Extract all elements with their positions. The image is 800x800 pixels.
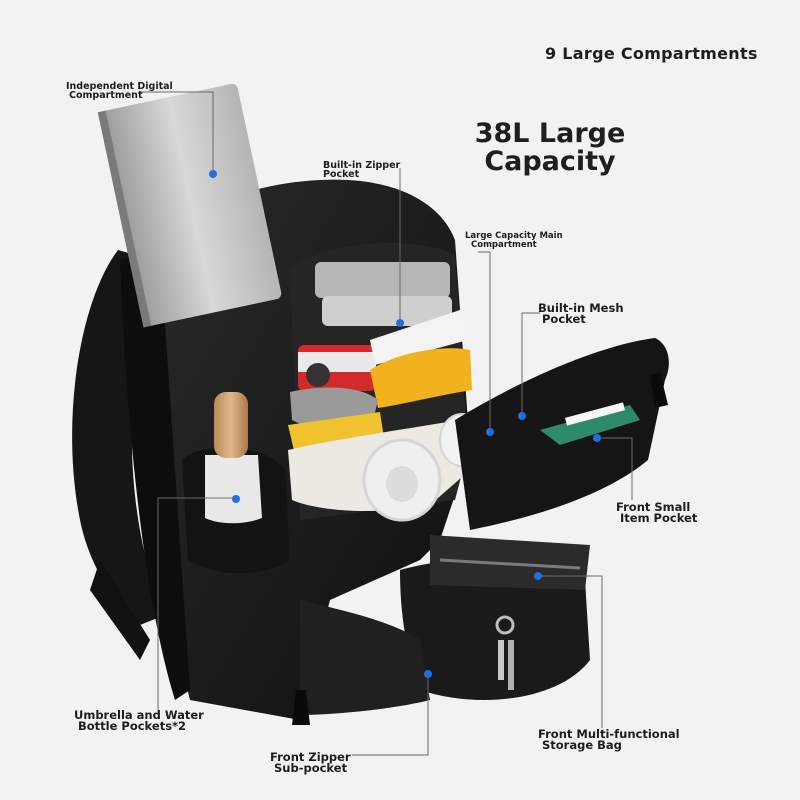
capacity-title: 38L Large Capacity <box>455 120 645 176</box>
laptop <box>97 83 282 328</box>
marker-dots <box>209 170 601 678</box>
callout-front-storage-bag: Front Multi-functional Storage Bag <box>538 727 680 752</box>
keys-icon <box>495 615 515 690</box>
front-zipper-pocket <box>300 600 430 715</box>
callout-zipper-pocket: Built-in Zipper Pocket <box>323 160 401 180</box>
callout-main-compartment: Large Capacity Main Compartment <box>465 231 563 250</box>
back-panel <box>120 250 190 700</box>
white-shirt <box>370 310 468 365</box>
callout-front-zipper-sub-pocket: Front Zipper Sub-pocket <box>270 750 351 775</box>
yellow-shirt <box>370 348 472 408</box>
callout-front-small-pocket: Front Small Item Pocket <box>616 500 698 525</box>
capacity-line-1: 38L Large <box>474 118 626 149</box>
bottom-storage-bag <box>400 559 590 700</box>
umbrella <box>205 455 262 524</box>
shoulder-strap-lower <box>90 560 150 660</box>
device-stack <box>322 296 452 326</box>
callout-digital-compartment: Independent Digital Compartment <box>66 81 173 101</box>
headline: 9 Large Compartments <box>545 44 758 63</box>
power-bank <box>315 262 450 298</box>
umbrella-handle <box>214 392 248 458</box>
shoulder-strap <box>72 250 170 625</box>
callout-umbrella-pockets: Umbrella and Water Bottle Pockets*2 <box>74 708 204 733</box>
zipper-pull <box>292 690 310 725</box>
leader-lines <box>140 91 633 756</box>
capacity-line-2: Capacity <box>484 146 616 177</box>
callout-mesh-pocket: Built-in Mesh Pocket <box>538 301 624 326</box>
